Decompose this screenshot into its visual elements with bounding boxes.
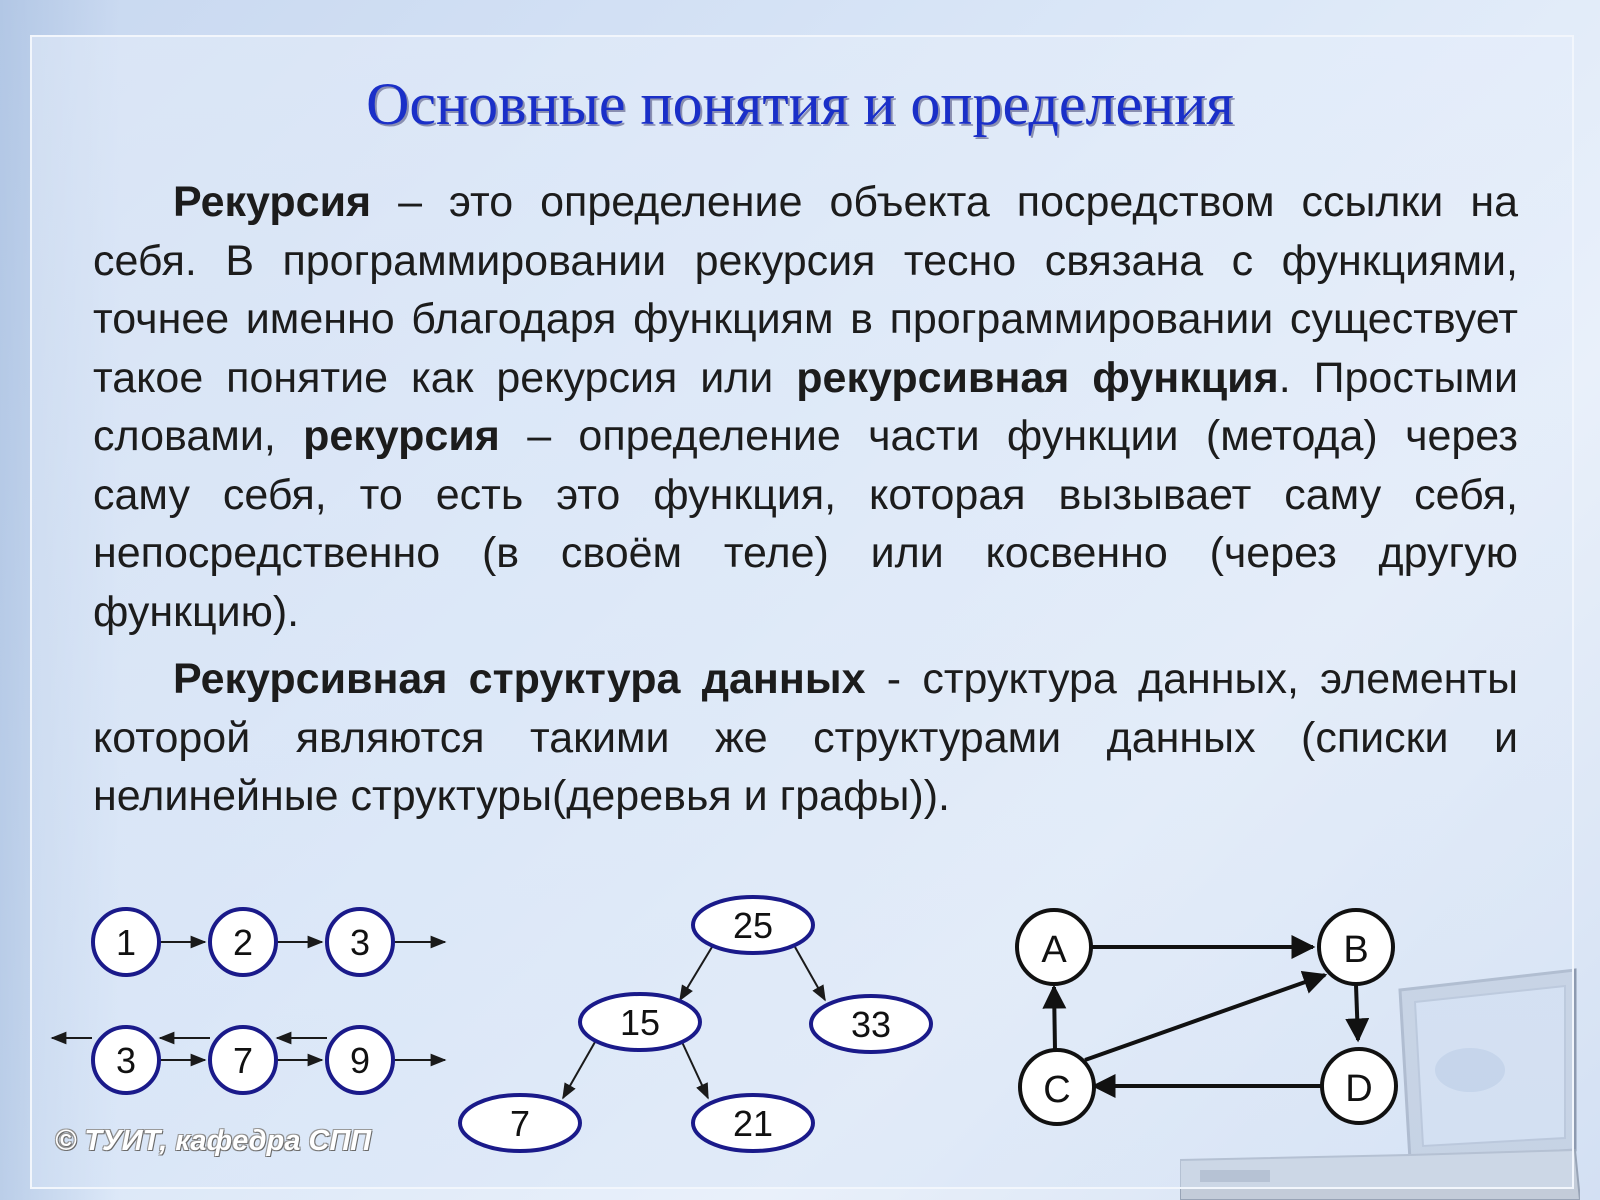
node-label: 21	[733, 1103, 773, 1144]
text-fragment: – это определение объекта посредством сс…	[93, 178, 1518, 402]
graph-node: A	[1015, 908, 1093, 986]
node-label: 3	[350, 922, 370, 963]
tree-node: 33	[809, 994, 933, 1054]
list-node: 1	[91, 907, 161, 977]
copyright-footer: © ТУИТ, кафедра СПП	[55, 1125, 372, 1157]
node-label: 33	[851, 1004, 891, 1045]
term-recursion: Рекурсия	[173, 178, 372, 226]
node-label: C	[1043, 1069, 1070, 1111]
tree-edge	[679, 946, 713, 1002]
graph-edge-b-d	[1345, 984, 1370, 1043]
tree-edge	[681, 1041, 709, 1100]
list-node: 7	[208, 1025, 278, 1095]
text-fragment: - структура данных, элементы которой явл…	[93, 655, 1518, 820]
node-label: A	[1041, 929, 1067, 971]
slide-frame	[30, 35, 1574, 1189]
list-node: 3	[325, 907, 395, 977]
text-fragment: . Простыми словами,	[93, 353, 1519, 461]
binary-tree: 25 15 33 7 21	[458, 895, 933, 1153]
term-recursive-structure: Рекурсивная структура данных	[173, 655, 866, 703]
tree-node-root: 25	[691, 895, 815, 955]
graph-edge-c-a	[1042, 984, 1067, 1051]
node-label: 1	[116, 922, 136, 963]
node-label: 2	[233, 922, 253, 963]
node-label: D	[1345, 1068, 1372, 1110]
tree-node: 15	[578, 992, 702, 1052]
list-node: 3	[91, 1025, 161, 1095]
tree-node: 7	[458, 1093, 582, 1153]
slide-title: Основные понятия и определения	[366, 71, 1234, 137]
slide-content: Рекурсия – это определение объекта посре…	[93, 173, 1518, 826]
node-label: 25	[733, 905, 773, 946]
node-label: 3	[116, 1040, 136, 1081]
singly-linked-list: 1 2 3	[91, 907, 447, 977]
graph-node: D	[1320, 1047, 1398, 1125]
node-label: 9	[350, 1040, 370, 1081]
node-label: 7	[510, 1103, 530, 1144]
graph-node: C	[1018, 1048, 1096, 1126]
graph-edge-c-b	[1084, 970, 1328, 1062]
paragraph-recursive-structure: Рекурсивная структура данных - структура…	[93, 650, 1518, 826]
paragraph-recursion: Рекурсия – это определение объекта посре…	[93, 173, 1518, 641]
tree-edge	[794, 946, 826, 1002]
node-label: B	[1343, 929, 1368, 971]
list-node: 2	[208, 907, 278, 977]
text-fragment: – определение части функции (метода) чер…	[93, 412, 1518, 636]
directed-graph: A B C D	[1015, 908, 1398, 1126]
graph-node: B	[1317, 908, 1395, 986]
tree-node: 21	[691, 1093, 815, 1153]
term-recursion-2: рекурсия	[303, 412, 500, 460]
doubly-linked-list: 3 7 9	[50, 1025, 447, 1095]
node-label: 15	[620, 1002, 660, 1043]
list-node: 9	[325, 1025, 395, 1095]
tree-edge	[562, 1041, 596, 1100]
term-recursive-function: рекурсивная функция	[796, 353, 1279, 402]
node-label: 7	[233, 1040, 253, 1081]
